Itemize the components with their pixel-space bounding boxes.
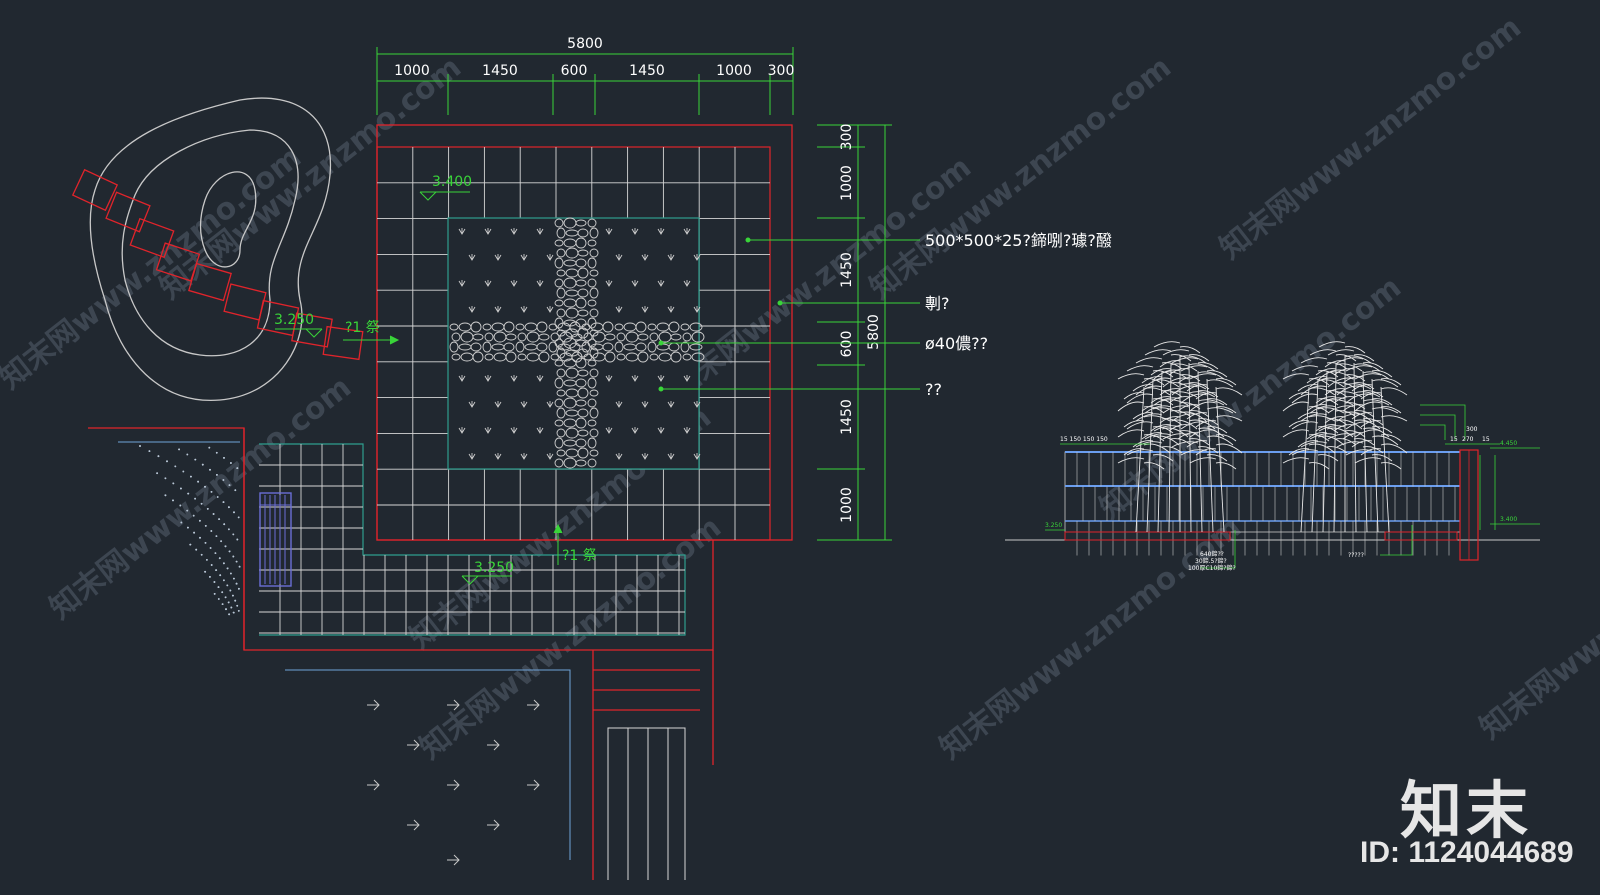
level-lower: 3.250 — [474, 560, 514, 576]
elev-right-dim-3: 270 — [1462, 436, 1474, 443]
section-mark-2: ?1 祭 — [562, 548, 597, 564]
note-pebble: ø40儂?? — [925, 334, 988, 353]
dimension-right — [817, 124, 892, 541]
elev-side-note: ????? — [1348, 552, 1364, 559]
slope-hatch — [118, 441, 241, 616]
svg-text:知末网www.znzmo.com: 知末网www.znzmo.com — [663, 150, 978, 407]
dimension-top — [376, 47, 794, 115]
elev-note-1: 640鍗?? — [1200, 550, 1224, 558]
stepping-stones — [71, 168, 364, 361]
elev-right-dim-2: 15 — [1450, 436, 1458, 443]
dim-top-3: 600 — [561, 63, 588, 79]
note-paving: 500*500*25?鍗哵?璩?醱 — [925, 231, 1112, 250]
dim-top-2: 1450 — [482, 63, 518, 79]
elev-level-top: 4.450 — [1500, 440, 1517, 447]
lower-plan — [285, 650, 714, 880]
dim-right-5: 1450 — [839, 399, 855, 435]
elev-level-right: 3.400 — [1500, 516, 1517, 523]
elev-right-dim-4: 15 — [1482, 436, 1490, 443]
elev-top-dims: 15 150 150 150 — [1060, 436, 1108, 443]
dim-top-1: 1000 — [394, 63, 430, 79]
svg-text:知末网www.znzmo.com: 知末网www.znzmo.com — [0, 140, 308, 397]
note-leaders — [658, 237, 920, 392]
lower-paving — [88, 427, 714, 651]
dim-right-1: 300 — [839, 124, 855, 151]
dim-top-6: 300 — [768, 63, 795, 79]
dim-top-total: 5800 — [567, 36, 603, 52]
dim-right-total: 5800 — [866, 314, 882, 350]
elev-level-left: 3.250 — [1045, 522, 1062, 529]
svg-text:知末网www.znzmo.com: 知末网www.znzmo.com — [933, 510, 1248, 767]
main-plaza — [376, 124, 793, 541]
dim-top-5: 1000 — [716, 63, 752, 79]
section-mark-1: ?1 祭 — [345, 320, 380, 336]
svg-text:知末网www.znzmo.com: 知末网www.znzmo.com — [863, 50, 1178, 307]
svg-text:知末网www.znzmo.com: 知末网www.znzmo.com — [43, 370, 358, 627]
svg-text:知末网www.znzmo.com: 知末网www.znzmo.com — [1093, 270, 1408, 527]
dim-right-2: 1000 — [839, 165, 855, 201]
brand-logo: 知末 — [1400, 774, 1533, 847]
elevation-drawing — [1005, 341, 1540, 569]
level-plaza: 3.400 — [432, 174, 472, 190]
elev-right-dim-1: 300 — [1466, 426, 1478, 433]
elev-note-2: 30鍗.5?鍗? — [1195, 557, 1227, 565]
image-id: ID: 1124044689 — [1360, 836, 1574, 869]
dim-right-4: 600 — [839, 331, 855, 358]
level-path: 3.250 — [274, 312, 314, 328]
elev-note-3: 100厚C10鍗?鍗? — [1188, 564, 1236, 572]
dim-right-6: 1000 — [839, 487, 855, 523]
svg-text:知末网www.znzmo.com: 知末网www.znzmo.com — [1473, 490, 1600, 747]
dim-top-4: 1450 — [629, 63, 665, 79]
svg-text:知末网www.znzmo.com: 知末网www.znzmo.com — [1213, 10, 1528, 267]
note-edge: 剸? — [925, 294, 950, 313]
note-grass: ?? — [925, 380, 942, 399]
svg-text:知末网www.znzmo.com: 知末网www.znzmo.com — [153, 50, 468, 307]
level-marks — [275, 191, 563, 585]
dim-right-3: 1450 — [839, 252, 855, 288]
pond-contours — [89, 97, 332, 401]
